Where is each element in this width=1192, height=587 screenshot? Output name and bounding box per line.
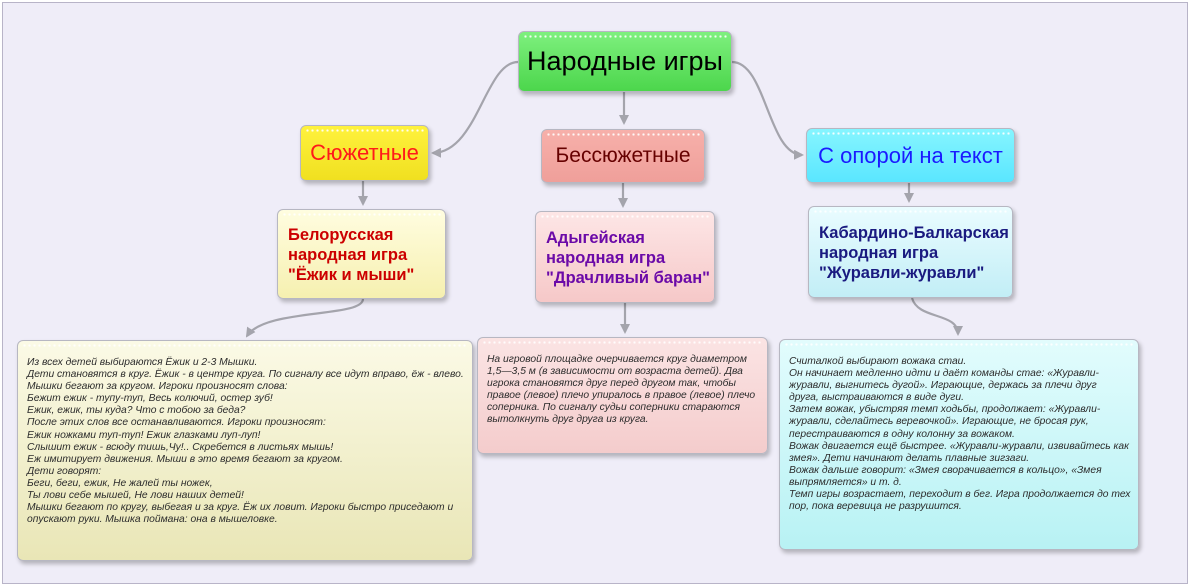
description-line: Считалкой выбирают вожака стаи.: [789, 356, 967, 367]
category-label: Бессюжетные: [555, 144, 691, 167]
description-ezhik-i-myshi[interactable]: Из всех детей выбираются Ёжик и 2-3 Мышк…: [17, 340, 473, 561]
description-line: журавли, выгнитесь дугой». Играющие, дер…: [789, 380, 1097, 392]
description-line: На игровой площадке очерчивается круг ди…: [487, 354, 747, 365]
game-title-line: Белорусская: [288, 226, 394, 244]
description-drachlivyy-baran[interactable]: На игровой площадке очерчивается круг ди…: [477, 337, 768, 454]
category-syuzhetnye[interactable]: Сюжетные: [300, 125, 429, 181]
game-node-ezhik-i-myshi[interactable]: Белорусская народная игра "Ёжик и мыши": [277, 209, 446, 299]
game-title-line: "Драчливый баран": [546, 269, 711, 287]
game-node-zhuravli-zhuravli[interactable]: Кабардино-Балкарская народная игра "Жура…: [808, 206, 1013, 298]
description-line: игрока становятся друг перед другом так,…: [487, 378, 736, 390]
description-line: змея». Дети начинают делать плавные зигз…: [789, 452, 1030, 464]
description-line: опускают руки. Мышка поймана: она в мыше…: [27, 514, 278, 526]
description-line: 1,5—3,5 м (в зависимости от возраста дет…: [487, 366, 743, 378]
category-s-oporoy-na-tekst[interactable]: С опорой на текст: [806, 128, 1015, 183]
description-line: Мышки бегают по кругу, выбегая и за круг…: [27, 502, 454, 514]
game-title-line: Адыгейская: [546, 229, 645, 247]
description-line: Еж имитирует движения. Мыши в это время …: [27, 453, 343, 465]
description-line: Вожак дальше говорит: «Змея сворачиваетс…: [789, 464, 1102, 476]
description-line: Ежик, ежик, ты куда? Что с тобою за беда…: [27, 405, 246, 417]
game-title-line: "Ёжик и мыши": [288, 266, 415, 284]
description-line: Темп игры возрастает, переходит в бег. И…: [789, 489, 1131, 501]
game-node-drachlivyy-baran[interactable]: Адыгейская народная игра "Драчливый бара…: [535, 211, 715, 303]
category-bessyuzhetnye[interactable]: Бессюжетные: [541, 129, 705, 183]
root-node[interactable]: Народные игры: [518, 31, 732, 92]
description-line: После этих слов все останавливаются. Игр…: [27, 417, 326, 429]
description-line: Ежик ножками туп-туп! Ежик глазками луп-…: [27, 429, 261, 441]
category-label: С опорой на текст: [818, 142, 1003, 168]
category-label: Сюжетные: [310, 140, 419, 165]
description-line: вытолкнуть друг друга из круга.: [487, 414, 649, 426]
description-line: Слышит ежик - всюду тишь,Чу!.. Скребется…: [27, 441, 334, 453]
description-line: Мышки бегают за кругом. Игроки произнося…: [27, 381, 288, 393]
description-line: Он начинает медленно идти и даёт команды…: [789, 368, 1099, 380]
description-line: журавли, сделайтесь веревочкой». Играющи…: [789, 416, 1089, 428]
root-label: Народные игры: [527, 46, 723, 76]
description-line: соперника. По сигналу судьи соперники ст…: [487, 402, 741, 414]
description-line: перестраиваются в одну колонну за вожако…: [789, 428, 1015, 440]
description-line: Из всех детей выбираются Ёжик и 2-3 Мышк…: [27, 357, 258, 368]
game-title-line: "Журавли-журавли": [819, 264, 985, 282]
description-line: выпрямляется» и т. д.: [789, 476, 902, 488]
description-line: друга, выстраиваются в виде дуги.: [789, 392, 964, 404]
description-line: Вожак двигается ещё быстрее. «Журавли-жу…: [789, 440, 1129, 452]
description-line: Беги, беги, ежик, Не жалей ты ножек,: [27, 477, 213, 489]
description-line: Дети становятся в круг. Ёжик - в центре …: [27, 369, 464, 381]
game-title-line: народная игра: [819, 244, 939, 262]
description-line: Бежит ежик - тупу-туп, Весь колючий, ост…: [27, 393, 273, 405]
game-title-line: народная игра: [546, 249, 666, 267]
game-title-line: Кабардино-Балкарская: [819, 224, 1009, 242]
description-line: Дети говорят:: [27, 465, 102, 477]
description-line: Затем вожак, убыстряя темп ходьбы, продо…: [789, 404, 1101, 416]
game-title-line: народная игра: [288, 246, 408, 264]
description-line: пор, пока веревица не разрушится.: [789, 501, 962, 513]
description-line: Ты лови себе мышей, Не лови наших детей!: [27, 490, 244, 502]
description-line: правое (левое) плечо упиралось в правое …: [487, 390, 756, 402]
description-zhuravli-zhuravli[interactable]: Считалкой выбирают вожака стаи.Он начина…: [779, 339, 1139, 550]
